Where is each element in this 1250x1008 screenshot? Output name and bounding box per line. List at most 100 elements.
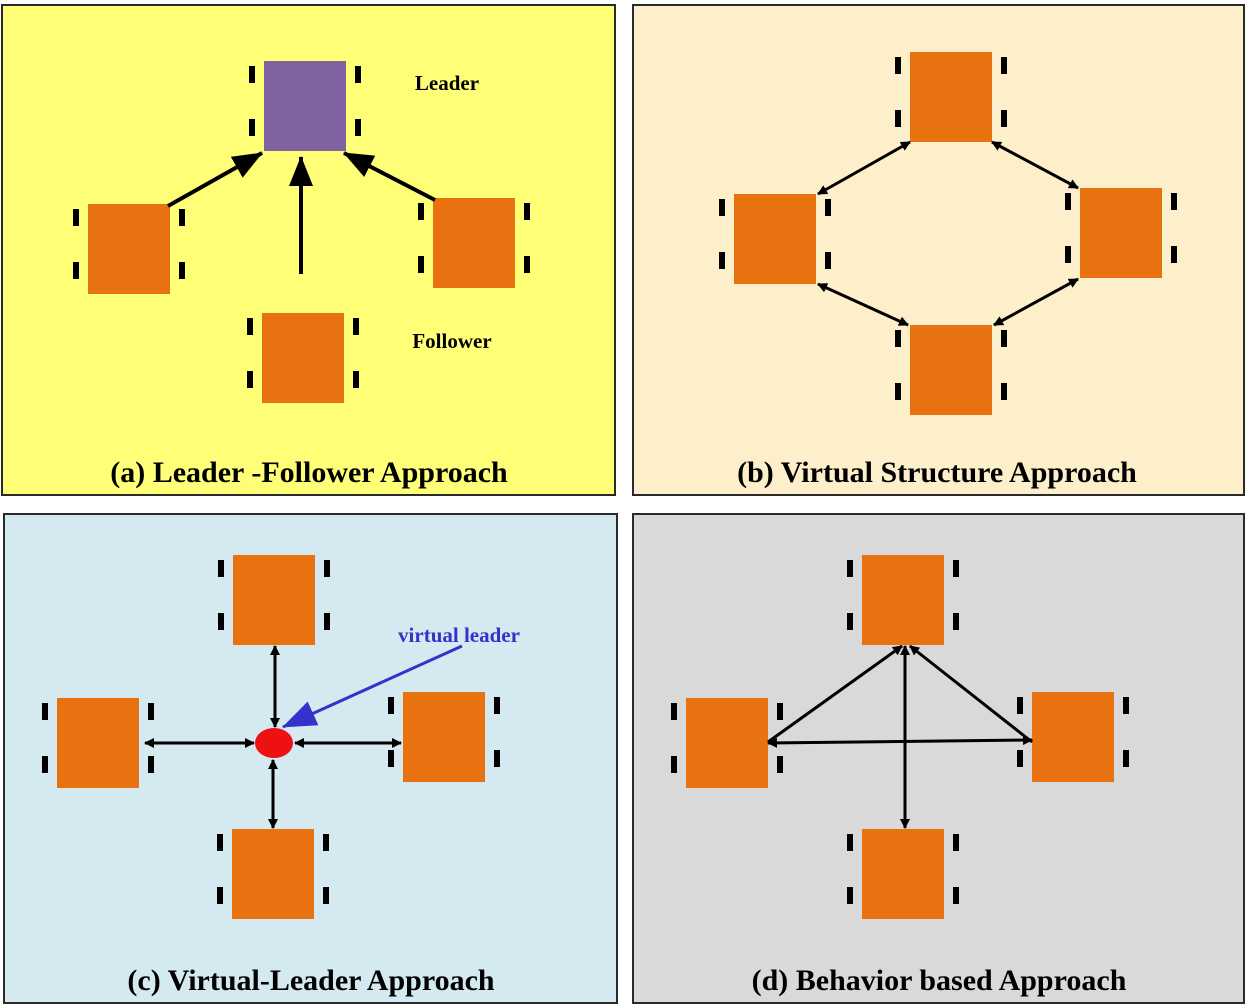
- wheel-mark: [1001, 383, 1007, 400]
- wheel-mark: [42, 756, 48, 773]
- wheel-mark: [895, 57, 901, 74]
- structure-robot-top: [895, 52, 1007, 142]
- structure-robot-right: [1065, 188, 1177, 278]
- robot-body: [686, 698, 768, 788]
- vl-robot-top: [218, 555, 330, 645]
- wheel-mark: [148, 756, 154, 773]
- robot-body: [403, 692, 485, 782]
- wheel-mark: [73, 262, 79, 279]
- wheel-mark: [953, 560, 959, 577]
- robot-body: [910, 325, 992, 415]
- structure-robot-bottom: [895, 325, 1007, 415]
- robot-body: [433, 198, 515, 288]
- wheel-mark: [353, 371, 359, 388]
- wheel-mark: [847, 560, 853, 577]
- follower-robot-bottom: [247, 313, 359, 403]
- follower-robot-left: [73, 204, 185, 294]
- wheel-mark: [179, 209, 185, 226]
- arrow-right-to-top: [909, 644, 1033, 744]
- wheel-mark: [524, 256, 530, 273]
- leader-label: Leader: [415, 71, 479, 95]
- wheel-mark: [247, 318, 253, 335]
- arrow-left-right: [767, 735, 1033, 748]
- panel-c-arrows: [144, 645, 402, 829]
- follower-label: Follower: [412, 329, 491, 353]
- vl-robot-right: [388, 692, 500, 782]
- caption-d: (d) Behavior based Approach: [752, 964, 1127, 997]
- wheel-mark: [1171, 246, 1177, 263]
- robot-body: [1080, 188, 1162, 278]
- wheel-mark: [1001, 57, 1007, 74]
- caption-b: (b) Virtual Structure Approach: [737, 456, 1137, 489]
- wheel-mark: [217, 887, 223, 904]
- robot-body: [910, 52, 992, 142]
- wheel-mark: [148, 703, 154, 720]
- wheel-mark: [1065, 246, 1071, 263]
- robot-body: [264, 61, 346, 151]
- caption-c: (c) Virtual-Leader Approach: [127, 964, 495, 997]
- wheel-mark: [1017, 750, 1023, 767]
- wheel-mark: [895, 110, 901, 127]
- wheel-mark: [494, 697, 500, 714]
- wheel-mark: [719, 252, 725, 269]
- robot-body: [262, 313, 344, 403]
- wheel-mark: [324, 560, 330, 577]
- wheel-mark: [1123, 697, 1129, 714]
- wheel-mark: [847, 887, 853, 904]
- wheel-mark: [1171, 193, 1177, 210]
- wheel-mark: [671, 756, 677, 773]
- robot-body: [1032, 692, 1114, 782]
- arrow-follower-left-to-leader: [167, 151, 263, 208]
- wheel-mark: [953, 613, 959, 630]
- robot-body: [734, 194, 816, 284]
- behavior-robot-top: [847, 555, 959, 645]
- wheel-mark: [249, 119, 255, 136]
- wheel-mark: [1123, 750, 1129, 767]
- wheel-mark: [847, 613, 853, 630]
- virtual-leader-dot: [255, 728, 293, 758]
- behavior-robot-right: [1017, 692, 1129, 782]
- vl-robot-left: [42, 698, 154, 788]
- wheel-mark: [353, 318, 359, 335]
- wheel-mark: [494, 750, 500, 767]
- wheel-mark: [324, 613, 330, 630]
- robot-body: [862, 829, 944, 919]
- wheel-mark: [1017, 697, 1023, 714]
- wheel-mark: [388, 750, 394, 767]
- wheel-mark: [777, 756, 783, 773]
- robot-body: [57, 698, 139, 788]
- wheel-mark: [895, 383, 901, 400]
- wheel-mark: [1065, 193, 1071, 210]
- wheel-mark: [895, 330, 901, 347]
- wheel-mark: [218, 560, 224, 577]
- virtual-leader-label: virtual leader: [398, 623, 520, 647]
- panel-a-arrows: [167, 151, 436, 274]
- robots-layer: [42, 52, 1177, 919]
- wheel-mark: [777, 703, 783, 720]
- wheel-mark: [418, 256, 424, 273]
- leader-robot: [249, 61, 361, 151]
- wheel-mark: [847, 834, 853, 851]
- follower-robot-right: [418, 198, 530, 288]
- wheel-mark: [524, 203, 530, 220]
- wheel-mark: [1001, 110, 1007, 127]
- wheel-mark: [825, 199, 831, 216]
- arrow-right-bottom: [993, 277, 1079, 327]
- behavior-robot-left: [671, 698, 783, 788]
- wheel-mark: [825, 252, 831, 269]
- arrow-top-right: [991, 140, 1079, 190]
- caption-a: (a) Leader -Follower Approach: [110, 456, 508, 489]
- wheel-mark: [218, 613, 224, 630]
- wheel-mark: [388, 697, 394, 714]
- wheel-mark: [179, 262, 185, 279]
- robot-body: [862, 555, 944, 645]
- robot-body: [233, 555, 315, 645]
- wheel-mark: [73, 209, 79, 226]
- wheel-mark: [719, 199, 725, 216]
- wheel-mark: [323, 834, 329, 851]
- behavior-robot-bottom: [847, 829, 959, 919]
- wheel-mark: [355, 119, 361, 136]
- vl-robot-bottom: [217, 829, 329, 919]
- wheel-mark: [217, 834, 223, 851]
